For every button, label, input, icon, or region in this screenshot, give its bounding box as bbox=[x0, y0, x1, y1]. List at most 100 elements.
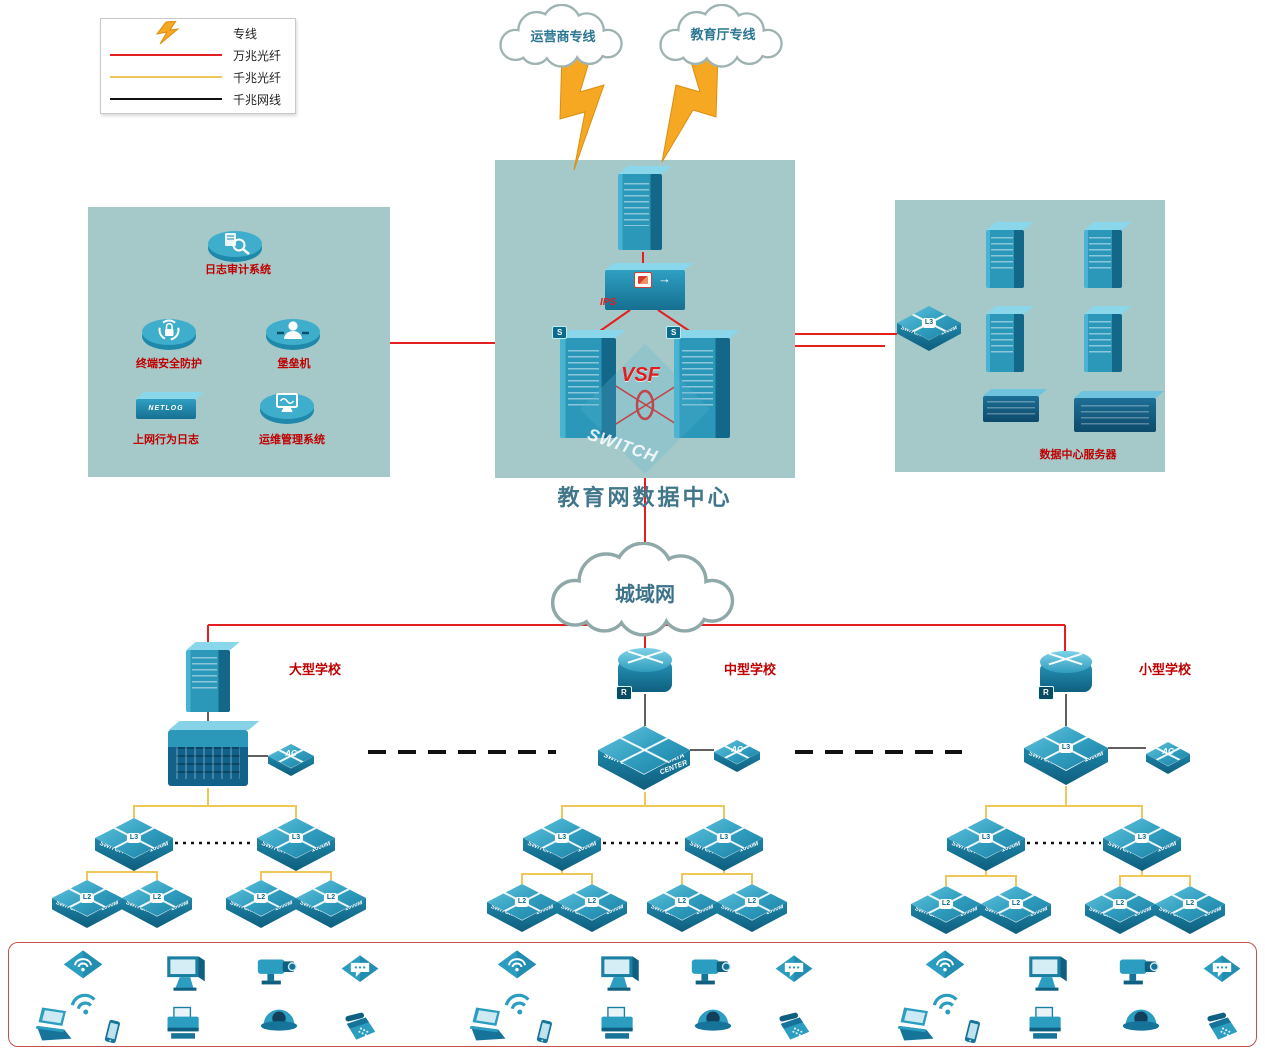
switch-chip: L3 bbox=[1134, 833, 1150, 843]
red-line-swatch bbox=[107, 54, 225, 56]
rack-server bbox=[983, 396, 1039, 422]
legend-label: 千兆光纤 bbox=[233, 70, 282, 85]
router-badge: R bbox=[616, 686, 632, 700]
server-zone-caption: 数据中心服务器 bbox=[1039, 449, 1117, 461]
ac-label: AC bbox=[731, 745, 743, 755]
bastion-host-icon bbox=[264, 314, 322, 359]
desk-phone-icon bbox=[778, 1012, 810, 1040]
ips-panel-icon bbox=[634, 272, 652, 288]
small-school-label: 小型学校 bbox=[1138, 662, 1191, 677]
rack-server bbox=[1074, 398, 1156, 432]
switch-chip: L2 bbox=[674, 897, 690, 907]
large-school-server bbox=[186, 650, 230, 712]
ops-management-label: 运维管理系统 bbox=[259, 434, 325, 446]
server bbox=[1084, 314, 1122, 372]
ac-device: AC bbox=[1146, 742, 1190, 774]
desk-phone-icon bbox=[1206, 1012, 1238, 1040]
ac-label: AC bbox=[285, 749, 297, 759]
switch-chip: L3 bbox=[716, 833, 732, 843]
medium-school-label: 中型学校 bbox=[723, 662, 776, 677]
switch-chip: L2 bbox=[253, 893, 269, 903]
ptz-camera-icon bbox=[1119, 958, 1159, 986]
firewall-device bbox=[618, 174, 662, 250]
education-cloud-label: 教育厅专线 bbox=[690, 27, 756, 42]
legend: 专线 万兆光纤 千兆光纤 千兆网线 bbox=[100, 18, 296, 114]
netlog-label: 上网行为日志 bbox=[133, 434, 199, 446]
printer-icon bbox=[1028, 1006, 1062, 1040]
monitor-icon bbox=[167, 956, 205, 991]
ptz-camera-icon bbox=[257, 958, 297, 986]
legend-row: 万兆光纤 bbox=[107, 45, 289, 66]
ac-label: AC bbox=[1162, 747, 1174, 757]
switch-chip: L2 bbox=[514, 897, 530, 907]
dome-camera-icon bbox=[694, 1009, 732, 1031]
legend-label: 万兆光纤 bbox=[233, 48, 282, 63]
ac-device: AC bbox=[268, 744, 314, 776]
desk-phone-icon bbox=[344, 1012, 376, 1040]
chat-icon bbox=[775, 955, 813, 982]
switch-chip: L3 bbox=[978, 833, 994, 843]
stack-flag: S bbox=[666, 326, 682, 339]
switch-chip: L3 bbox=[921, 318, 937, 328]
monitor-icon bbox=[1029, 956, 1067, 991]
legend-row: 千兆光纤 bbox=[107, 67, 289, 88]
laptop-icon bbox=[897, 1007, 934, 1041]
netlog-device-label: NETLOG bbox=[148, 405, 184, 412]
endpoint-security-icon bbox=[140, 314, 198, 359]
chat-icon bbox=[1203, 955, 1241, 982]
vsf-label: VSF bbox=[621, 364, 660, 386]
server bbox=[986, 230, 1024, 288]
ips-label: IPS bbox=[600, 297, 617, 308]
switch-chip: L2 bbox=[1008, 899, 1024, 909]
legend-row: 专线 bbox=[107, 21, 289, 45]
monitor-icon bbox=[601, 956, 639, 991]
large-school-core-chassis bbox=[168, 730, 248, 786]
legend-label: 千兆网线 bbox=[233, 92, 282, 107]
switch-chip: L2 bbox=[584, 897, 600, 907]
ops-management-icon bbox=[258, 388, 316, 433]
switch-chip: L2 bbox=[744, 897, 760, 907]
ptz-camera-icon bbox=[691, 958, 731, 986]
switch-chip: L3 bbox=[554, 833, 570, 843]
switch-chip: L2 bbox=[1182, 899, 1198, 909]
switch-chip: L3 bbox=[1058, 743, 1074, 753]
bastion-host-label: 堡垒机 bbox=[277, 358, 311, 370]
switch-chip: L3 bbox=[288, 833, 304, 843]
log-audit-icon bbox=[206, 226, 264, 271]
switch-chip: L2 bbox=[938, 899, 954, 909]
legend-label: 专线 bbox=[233, 26, 258, 41]
server bbox=[1084, 230, 1122, 288]
printer-icon bbox=[166, 1006, 200, 1040]
laptop-icon bbox=[469, 1007, 506, 1041]
stack-flag: S bbox=[552, 326, 568, 339]
yellow-line-swatch bbox=[107, 76, 225, 78]
switch-chip: L2 bbox=[149, 893, 165, 903]
ac-device: AC bbox=[714, 740, 760, 772]
datacenter-title: 教育网数据中心 bbox=[557, 485, 733, 510]
man-cloud-label: 城域网 bbox=[615, 584, 675, 606]
switch-chip: L2 bbox=[323, 893, 339, 903]
switch-chip: L2 bbox=[79, 893, 95, 903]
switch-chip: L2 bbox=[1112, 899, 1128, 909]
medium-school-router: R bbox=[616, 647, 672, 700]
ips-arrow-icon: → bbox=[658, 271, 671, 286]
